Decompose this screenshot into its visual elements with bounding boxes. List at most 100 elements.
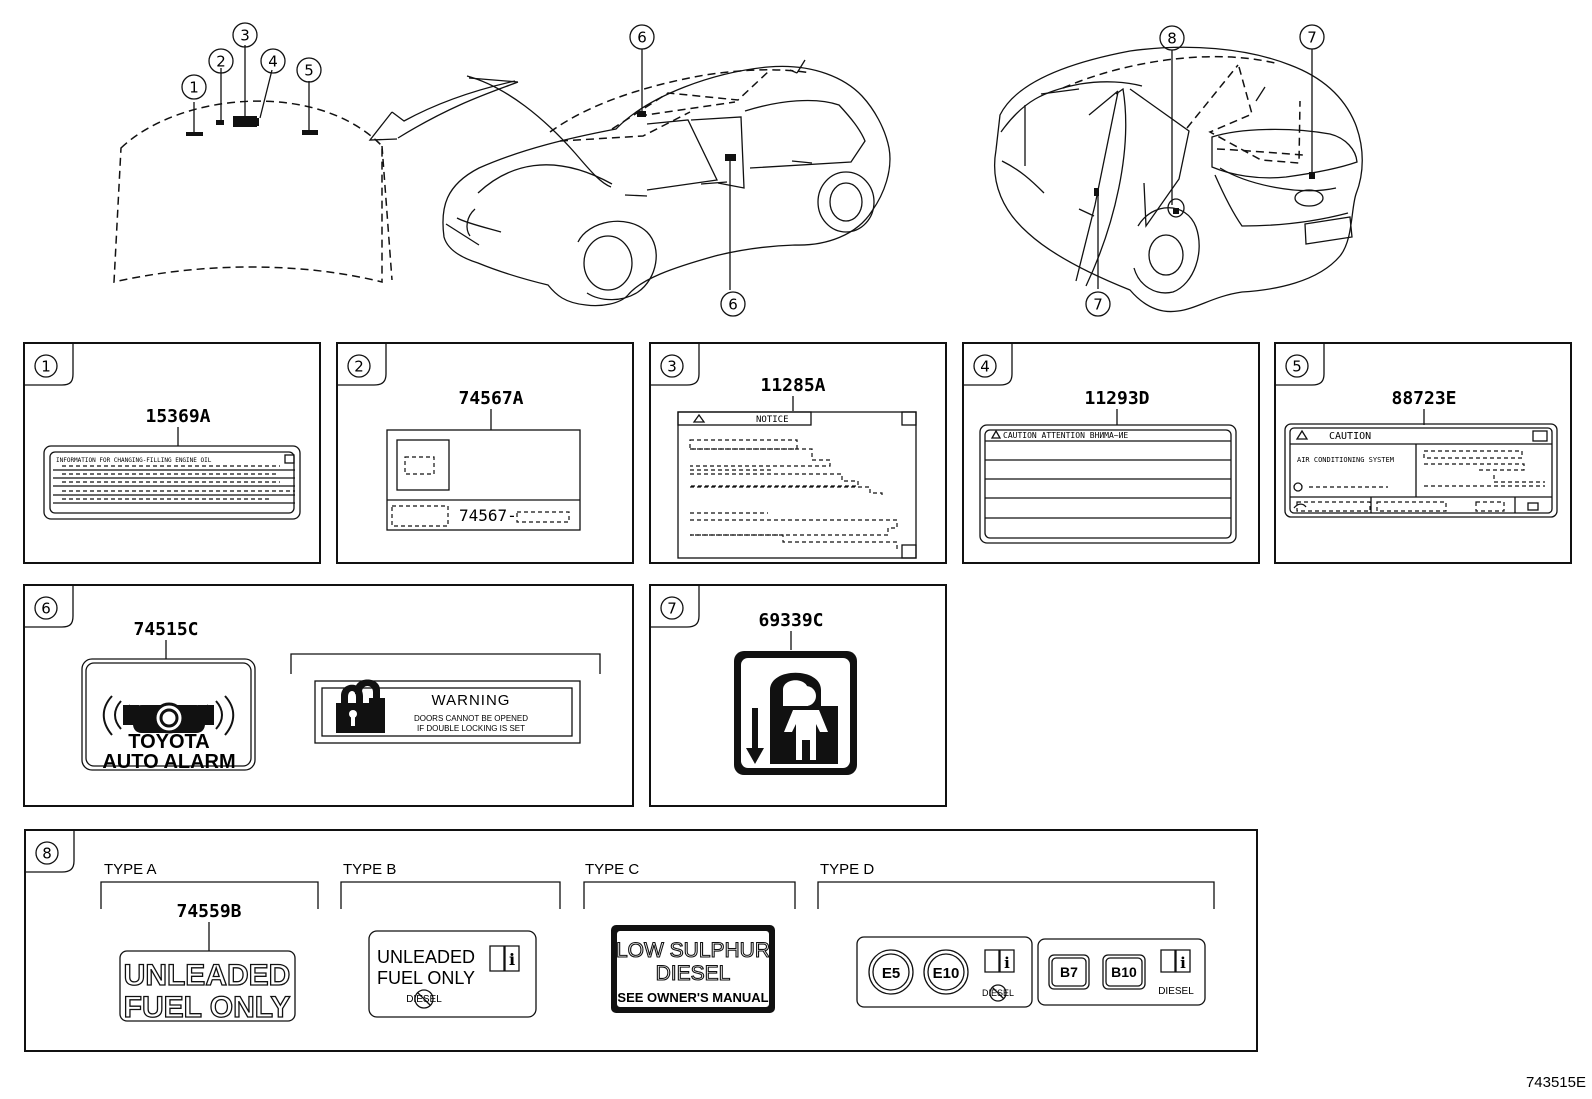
callout-3-label: 3 [240,27,250,45]
panel-7-callout-label: 7 [667,600,677,618]
callout-8-top-label: 8 [1167,30,1177,48]
callout-7-bottom-label: 7 [1093,296,1103,314]
figure-code: 743515E [1526,1074,1586,1091]
air-conditioning-label [1284,423,1558,518]
callout-7-top-circle [1299,24,1325,50]
id-plate-code: 74567- [459,506,517,525]
panel-3-callout-circle [660,354,684,378]
panel-1-callout-circle [34,354,58,378]
low-sulphur-line-2: DIESEL [656,962,731,985]
fuel-door-label-mark [1173,208,1179,214]
air-conditioning-system-text: AIR CONDITIONING SYSTEM [1297,456,1394,464]
panel-2-part-number: 74567A [458,388,523,409]
caution-label [979,424,1237,544]
callout-4-label: 4 [268,53,278,71]
callout-1-label: 1 [189,79,199,97]
callout-7-bottom-circle [1085,291,1111,317]
tailgate-label-mark [1309,172,1315,179]
unleaded-fuel-only-large-label [119,950,296,1022]
callout-3-circle [232,22,258,48]
low-sulphur-line-1: LOW SULPHUR [616,939,770,962]
warning-title: WARNING [432,692,511,709]
panel-5-callout-circle [1285,354,1309,378]
panel-2-callout-label: 2 [354,358,364,376]
panel-1-callout-label: 1 [41,358,51,376]
diesel-small-mark: DIESEL [1158,986,1194,997]
engine-oil-label-text: INFORMATION FOR CHANGING-FILLING ENGINE … [56,457,212,464]
panel-4-callout-circle [973,354,997,378]
low-sulphur-line-3: SEE OWNER'S MANUAL [617,990,768,1005]
label-panel-5: 5 88723E CAUTION AIR CONDITIONING SYSTEM [1274,342,1572,564]
panel-3-part-number: 11285A [760,375,825,396]
diesel-prohibited-mark-2: DIESEL [982,988,1014,998]
type-a-heading: TYPE A [104,861,157,878]
panel-7-callout-circle [660,596,684,620]
id-plate-label [386,429,581,531]
double-locking-warning-label [314,680,581,744]
front-car-illustration: 6 6 [442,24,891,317]
e10-mark: E10 [933,965,960,982]
callout-1-circle [181,74,207,100]
rear-door-edge-label-mark [1094,188,1099,196]
unleaded-small-line-1: UNLEADED [377,947,475,967]
callout-2-circle [208,48,234,74]
callout-2-label: 2 [216,53,226,71]
warning-line-2: IF DOUBLE LOCKING IS SET [417,724,525,733]
warning-line-1: DOORS CANNOT BE OPENED [414,714,528,723]
label-panel-6: 6 74515C TOYOTA AUTO ALARM WARNING DOORS… [23,584,634,807]
b7-mark: B7 [1060,964,1078,980]
rear-car-illustration: 8 7 7 [994,24,1363,317]
front-door-label-mark [637,111,646,117]
panel-3-callout-label: 3 [667,358,677,376]
label-panel-8: 8 TYPE A TYPE B TYPE C TYPE D 74559B UNL… [24,829,1258,1052]
hood-label-5-mark [302,130,318,135]
panel-8-callout-label: 8 [42,845,52,863]
manual-icon-1: i [509,950,515,969]
label-panel-4: 4 11293D CAUTION ATTENTION ВНИМА~ИЕ [962,342,1260,564]
callout-5-label: 5 [304,62,314,80]
label-panel-1: 1 15369A INFORMATION FOR CHANGING-FILLIN… [23,342,321,564]
callout-5-circle [296,57,322,83]
b7-b10-label [1037,938,1206,1006]
panel-6-part-number: 74515C [133,619,198,640]
panel-4-callout-label: 4 [980,358,990,376]
unleaded-fuel-only-small-label [368,930,537,1018]
e5-mark: E5 [882,965,900,982]
label-panel-7: 7 69339C [649,584,947,807]
panel-7-part-number: 69339C [758,610,823,631]
callout-6-bottom-label: 6 [728,296,738,314]
air-conditioning-caution: CAUTION [1329,431,1371,442]
hood-label-1-mark [186,132,203,136]
toyota-text: TOYOTA [128,731,209,753]
callout-8-top-circle [1159,25,1185,51]
callout-6-top-label: 6 [637,29,647,47]
panel-5-callout-label: 5 [1292,358,1302,376]
rear-door-label-mark [725,154,736,161]
panel-6-callout-circle [34,596,58,620]
engine-oil-label [43,445,301,520]
diesel-prohibited-mark-1: DIESEL [406,994,442,1005]
type-d-heading: TYPE D [820,861,874,878]
b10-mark: B10 [1111,964,1137,980]
panel-2-callout-circle [347,354,371,378]
callout-7-top-label: 7 [1307,29,1317,47]
hood-label-4-mark [237,118,259,126]
hood-label-2-mark [216,120,224,125]
type-c-heading: TYPE C [585,861,639,878]
panel-8-part-number: 74559B [176,901,241,922]
panel-6-callout-label: 6 [41,600,51,618]
panel-4-part-number: 11293D [1084,388,1149,409]
type-b-heading: TYPE B [343,861,396,878]
panel-1-part-number: 15369A [145,406,210,427]
auto-alarm-text: AUTO ALARM [102,751,235,773]
manual-icon-3: i [1180,954,1186,972]
label-panel-3: 3 11285A NOTICE [649,342,947,564]
unleaded-small-line-2: FUEL ONLY [377,968,475,988]
auto-alarm-label [81,658,256,771]
callout-6-bottom-circle [720,291,746,317]
caution-label-text: CAUTION ATTENTION ВНИМА~ИЕ [1003,431,1128,440]
callout-6-top-circle [629,24,655,50]
panel-5-part-number: 88723E [1391,388,1456,409]
hood-illustration: 1 2 3 4 5 [113,22,519,283]
